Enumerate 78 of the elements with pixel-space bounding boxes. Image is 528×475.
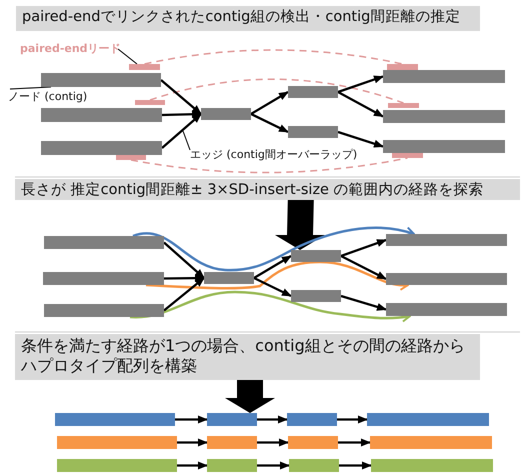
contig-bar: [383, 110, 505, 123]
pair-link-arc: [150, 78, 404, 104]
read-bar: [135, 100, 165, 105]
haplotype-bar: [207, 413, 257, 426]
read-bar: [129, 64, 160, 70]
arrow: [161, 113, 202, 149]
contig-bar: [41, 73, 161, 87]
haplotype-bar: [289, 459, 339, 472]
arrow: [175, 416, 208, 424]
haplotype-bar: [207, 436, 257, 449]
haplotype-bar: [57, 459, 177, 472]
haplotype-bar: [55, 413, 175, 426]
arrow: [340, 294, 387, 311]
arrow: [177, 462, 208, 470]
arrow: [338, 130, 384, 148]
leader-line: [10, 86, 52, 90]
contig-bar: [204, 272, 254, 284]
arrow: [250, 112, 289, 134]
arrow: [340, 254, 387, 280]
leader-line: [118, 48, 138, 64]
block-arrow: [275, 200, 325, 250]
contig-bar: [41, 108, 162, 122]
callout-text: エッジ (contig間オーバーラップ): [190, 147, 390, 163]
arrow: [340, 238, 387, 258]
arrow: [339, 462, 372, 470]
arrow: [337, 91, 384, 118]
contig-bar: [386, 234, 507, 246]
arrow: [257, 416, 288, 424]
callout-text: ノード (contig): [8, 89, 100, 105]
contig-bar: [44, 236, 164, 249]
arrow: [338, 438, 371, 446]
callout-text: paired-endリード: [20, 41, 118, 57]
arrow: [250, 91, 289, 115]
contig-bar: [383, 140, 505, 153]
pair-link-arc: [130, 157, 408, 174]
leader-line: [182, 130, 190, 150]
contig-bar: [383, 70, 505, 83]
contig-bar: [288, 86, 338, 98]
read-bar: [116, 155, 146, 160]
step-heading: 条件を満たす経路が1つの場合、contig組とその間の経路からハプロタイプ配列を構築: [15, 334, 480, 380]
haplotype-bar: [207, 459, 257, 472]
read-bar: [392, 153, 423, 158]
contig-bar: [44, 304, 164, 317]
arrow: [163, 242, 205, 279]
haplotype-bar: [371, 459, 493, 472]
contig-bar: [291, 250, 341, 262]
arrow: [163, 277, 205, 312]
contig-bar: [43, 272, 164, 285]
arrow: [338, 75, 384, 94]
path-arrow: [130, 290, 411, 322]
contig-bar: [201, 108, 251, 120]
read-bar: [388, 103, 419, 108]
block-arrow: [225, 380, 275, 413]
haplotype-bar: [370, 436, 492, 449]
path-arrow: [146, 260, 409, 290]
read-bar: [387, 64, 418, 70]
arrow: [164, 274, 205, 282]
pair-link-arc: [144, 49, 403, 65]
path-arrow: [132, 226, 415, 272]
arrow: [254, 276, 292, 298]
contig-bar: [291, 290, 341, 302]
arrow: [160, 79, 202, 115]
contig-bar: [41, 141, 162, 155]
arrow: [257, 462, 290, 470]
arrow: [162, 110, 202, 118]
arrow: [177, 438, 208, 446]
haplotype-bar: [367, 413, 489, 426]
haplotype-bar: [57, 436, 177, 449]
arrow: [337, 416, 368, 424]
haplotype-bar: [287, 413, 337, 426]
contig-bar: [386, 273, 507, 285]
contig-bar: [386, 303, 507, 316]
haplotype-bar: [288, 436, 338, 449]
step-heading: paired-endでリンクされたcontig組の検出・contig間距離の推定: [16, 6, 480, 31]
step-heading: 長さが 推定contig間距離± 3×SD-insert-size の範囲内の経路を探索: [15, 179, 520, 200]
arrow: [257, 438, 289, 446]
contig-bar: [288, 126, 338, 138]
arrow: [253, 255, 292, 279]
